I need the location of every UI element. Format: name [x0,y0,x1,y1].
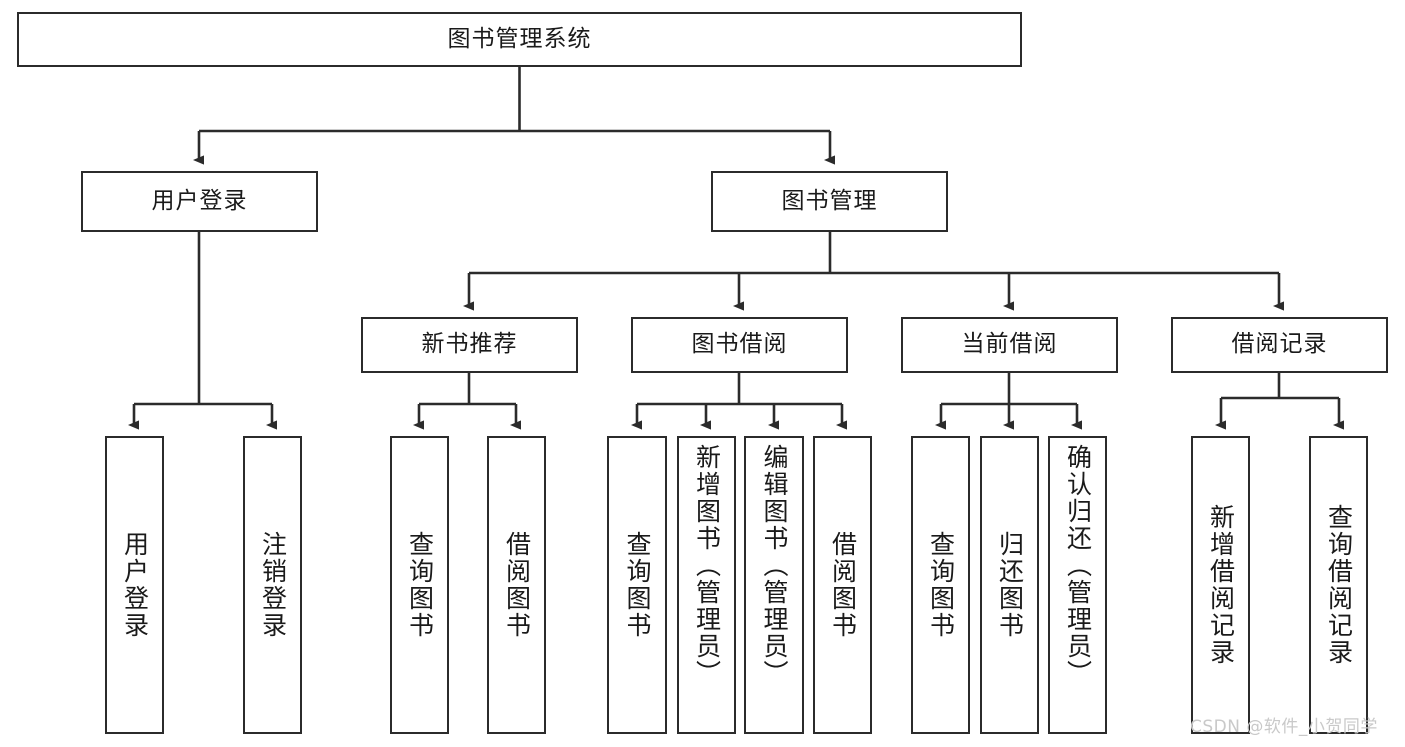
node-book-borrow[interactable]: 图书借阅 [631,317,848,373]
node-root-label: 图书管理系统 [447,25,592,52]
leaf-return-book[interactable]: 归还图书 [980,436,1039,734]
leaf-user-login[interactable]: 用户登录 [105,436,164,734]
leaf-logout-label: 注销登录 [258,531,288,639]
node-book-management-label: 图书管理 [781,187,878,214]
node-book-management[interactable]: 图书管理 [711,171,948,232]
leaf-user-login-label: 用户登录 [120,531,150,639]
leaf-edit-book-admin[interactable]: 编辑图书（管理员） [744,436,804,734]
node-book-borrow-label: 图书借阅 [691,331,788,358]
leaf-confirm-return-admin[interactable]: 确认归还（管理员） [1048,436,1107,734]
leaf-query-book-new[interactable]: 查询图书 [390,436,449,734]
node-current-borrow-label: 当前借阅 [961,331,1058,358]
node-current-borrow[interactable]: 当前借阅 [901,317,1118,373]
leaf-logout[interactable]: 注销登录 [243,436,302,734]
leaf-add-borrow-record[interactable]: 新增借阅记录 [1191,436,1250,734]
leaf-query-borrow-record-label: 查询借阅记录 [1324,504,1354,666]
leaf-add-borrow-record-label: 新增借阅记录 [1206,504,1236,666]
leaf-confirm-return-admin-label: 确认归还（管理员） [1063,444,1093,687]
node-user-login[interactable]: 用户登录 [81,171,318,232]
leaf-return-book-label: 归还图书 [995,531,1025,639]
leaf-query-book-current-label: 查询图书 [926,531,956,639]
leaf-add-book-admin[interactable]: 新增图书（管理员） [677,436,736,734]
node-new-book-recommend[interactable]: 新书推荐 [361,317,578,373]
leaf-add-book-admin-label: 新增图书（管理员） [692,444,722,687]
node-borrow-record[interactable]: 借阅记录 [1171,317,1388,373]
leaf-query-book-borrow-label: 查询图书 [623,531,652,639]
leaf-query-book-current[interactable]: 查询图书 [911,436,970,734]
node-root[interactable]: 图书管理系统 [17,12,1022,67]
leaf-query-book-new-label: 查询图书 [405,531,435,639]
leaf-borrow-book-new-label: 借阅图书 [502,531,532,639]
node-borrow-record-label: 借阅记录 [1231,331,1328,358]
node-new-book-recommend-label: 新书推荐 [421,331,518,358]
leaf-edit-book-admin-label: 编辑图书（管理员） [760,444,789,687]
leaf-borrow-book-borrow-label: 借阅图书 [828,531,858,639]
leaf-query-book-borrow[interactable]: 查询图书 [607,436,667,734]
leaf-borrow-book-new[interactable]: 借阅图书 [487,436,546,734]
leaf-query-borrow-record[interactable]: 查询借阅记录 [1309,436,1368,734]
leaf-borrow-book-borrow[interactable]: 借阅图书 [813,436,872,734]
node-user-login-label: 用户登录 [151,187,248,214]
